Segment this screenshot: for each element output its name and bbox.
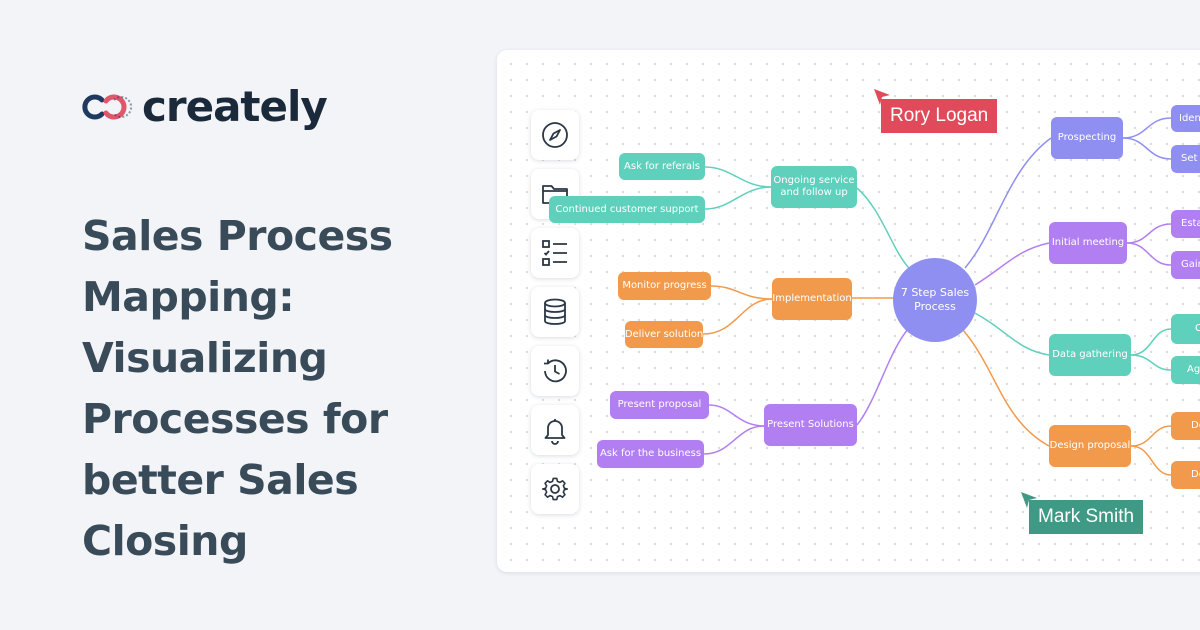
navigator-button[interactable]	[531, 110, 579, 160]
node-implementation[interactable]: Implementation	[772, 278, 852, 320]
node-deliver-solution[interactable]: Deliver solution	[625, 321, 703, 348]
node-label: Set u	[1181, 153, 1200, 164]
collaborator-tag-mark: Mark Smith	[1029, 500, 1144, 534]
history-button[interactable]	[531, 346, 579, 396]
node-label: Identi	[1179, 112, 1200, 124]
node-label: De	[1191, 469, 1200, 480]
node-label: De	[1191, 420, 1200, 431]
node-label: Initial meeting	[1051, 237, 1125, 248]
node-design-child-2[interactable]: De	[1171, 461, 1200, 489]
central-topic[interactable]: 7 Step Sales Process	[893, 258, 977, 342]
title-line: Closing	[82, 517, 248, 565]
node-data-gathering[interactable]: Data gathering	[1049, 334, 1131, 376]
node-label: Design proposal	[1049, 440, 1131, 451]
node-data-child-2[interactable]: Ag	[1171, 356, 1200, 384]
node-ask-referrals[interactable]: Ask for referals	[619, 153, 705, 180]
node-establish[interactable]: Estab	[1171, 210, 1200, 238]
node-monitor-progress[interactable]: Monitor progress	[618, 272, 711, 300]
node-label: C	[1195, 323, 1200, 334]
node-label: Implementation	[772, 293, 852, 304]
node-design-child-1[interactable]: De	[1171, 412, 1200, 440]
collaborator-tag-rory: Rory Logan	[881, 99, 998, 133]
database-icon	[544, 298, 566, 325]
cursor-pointer-icon	[874, 89, 890, 105]
central-topic-label: 7 Step Sales Process	[900, 286, 970, 313]
gear-icon	[541, 477, 569, 501]
node-label: Data gathering	[1052, 349, 1128, 360]
tasks-button[interactable]	[531, 228, 579, 278]
node-label: Prospecting	[1057, 132, 1117, 143]
node-label: Continued customer support	[555, 203, 699, 215]
node-label: Ask for the business	[599, 448, 702, 459]
brand-logo: creately	[82, 82, 328, 131]
creately-logo-icon	[82, 94, 133, 120]
folder-icon	[542, 185, 568, 204]
node-data-child-1[interactable]: C	[1171, 314, 1200, 344]
node-label: Ag	[1187, 364, 1200, 375]
bell-icon	[544, 419, 566, 445]
node-design-proposal[interactable]: Design proposal	[1049, 425, 1131, 467]
collaborator-name: Rory Logan	[890, 105, 989, 126]
node-ask-business[interactable]: Ask for the business	[597, 440, 704, 468]
node-label: Estab	[1181, 218, 1200, 229]
node-label: Present proposal	[617, 399, 702, 410]
node-ongoing-service[interactable]: Ongoing service and follow up	[771, 166, 857, 208]
page-title: Sales Process Mapping: Visualizing Proce…	[82, 206, 482, 572]
node-prospecting[interactable]: Prospecting	[1051, 117, 1123, 159]
checklist-icon	[542, 240, 567, 266]
compass-icon	[542, 122, 568, 148]
mindmap-connectors	[702, 117, 1172, 476]
data-button[interactable]	[531, 287, 579, 337]
title-line: Mapping:	[82, 273, 295, 321]
diagram-canvas[interactable]: 7 Step Sales Process Ongoing service and…	[497, 50, 1200, 572]
node-initial-meeting[interactable]: Initial meeting	[1049, 222, 1127, 264]
title-line: Sales Process	[82, 212, 393, 260]
node-gain[interactable]: Gain	[1171, 251, 1200, 279]
node-label: Gain	[1181, 259, 1200, 270]
node-label: Ongoing service and follow up	[773, 175, 855, 198]
collaborator-name: Mark Smith	[1038, 506, 1135, 527]
node-identify[interactable]: Identi	[1171, 105, 1200, 132]
node-set-up[interactable]: Set u	[1171, 145, 1200, 173]
node-label: Monitor progress	[622, 280, 707, 291]
node-label: Present Solutions	[767, 419, 854, 430]
node-present-proposal[interactable]: Present proposal	[610, 391, 709, 419]
title-line: better Sales	[82, 456, 359, 504]
node-label: Deliver solution	[624, 328, 704, 340]
node-present-solutions[interactable]: Present Solutions	[764, 404, 857, 446]
settings-button[interactable]	[531, 464, 579, 514]
title-line: Visualizing	[82, 334, 328, 382]
side-toolbar	[531, 110, 579, 514]
node-label: Ask for referals	[624, 160, 700, 172]
history-icon	[544, 359, 567, 383]
notifications-button[interactable]	[531, 405, 579, 455]
brand-name: creately	[142, 82, 328, 131]
node-customer-support[interactable]: Continued customer support	[549, 196, 705, 223]
title-line: Processes for	[82, 395, 388, 443]
